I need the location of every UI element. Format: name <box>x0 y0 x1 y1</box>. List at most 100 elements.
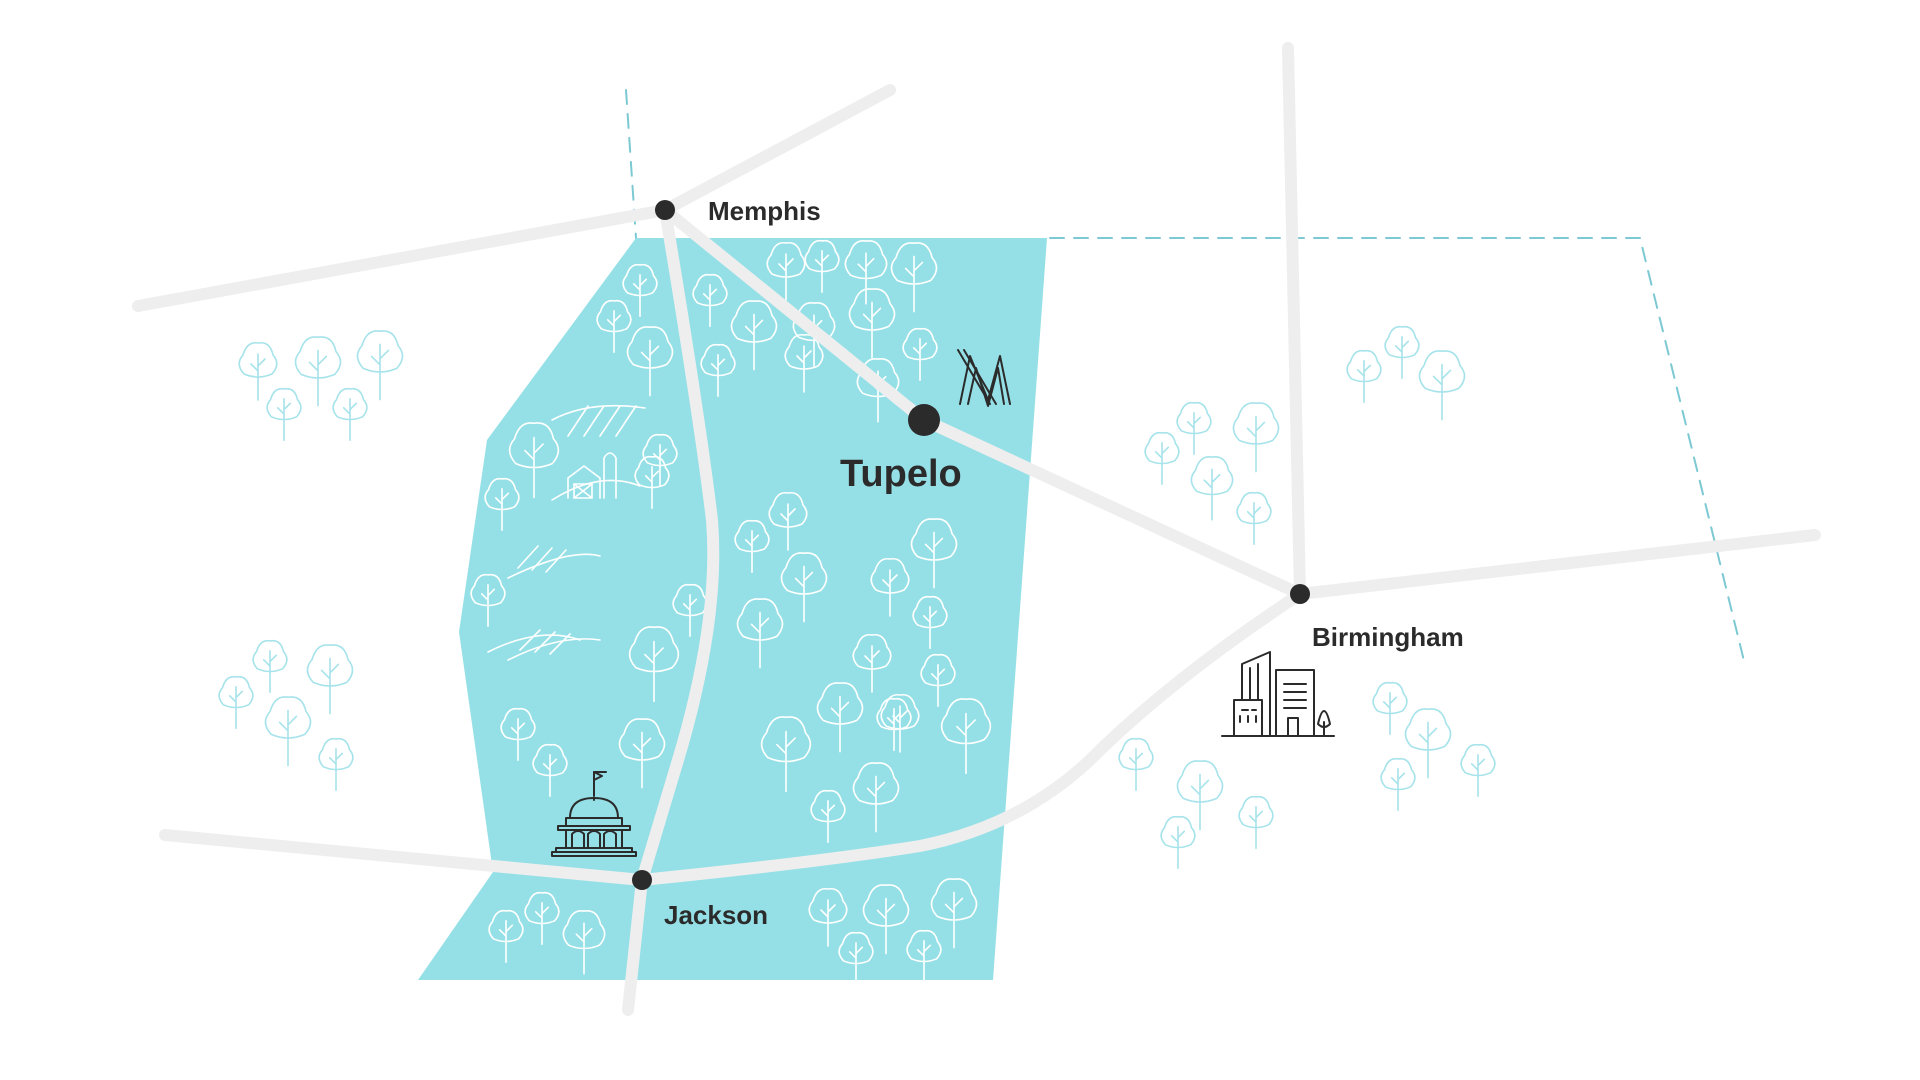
city-buildings-icon <box>1221 651 1335 737</box>
tree-icon <box>470 573 506 627</box>
tree-icon <box>1380 757 1416 811</box>
tree-icon <box>804 239 840 293</box>
tree-icon <box>1236 491 1272 545</box>
tree-icon <box>766 241 806 301</box>
m-logo-icon <box>957 349 1011 407</box>
capitol-building-icon <box>551 771 637 857</box>
tree-icon <box>940 698 992 775</box>
tree-icon <box>780 552 828 623</box>
tree-icon <box>562 910 606 975</box>
barn-icon <box>567 452 617 499</box>
tree-icon <box>1372 681 1408 735</box>
road-jackson-south <box>622 874 648 1016</box>
tree-icon <box>838 931 874 985</box>
road-memphis-tupelo <box>659 204 930 426</box>
road-birmingham-east <box>1294 529 1821 600</box>
tree-icon <box>1404 708 1452 779</box>
tree-icon <box>848 288 896 359</box>
tree-icon <box>628 626 680 703</box>
tree-icon <box>816 682 864 753</box>
outer-forest <box>218 325 1496 869</box>
tree-icon <box>596 299 632 353</box>
road-memphis-west <box>132 204 671 312</box>
tree-icon <box>862 884 910 955</box>
tree-icon <box>1176 401 1212 455</box>
tree-icon <box>1160 815 1196 869</box>
tree-icon <box>622 263 658 317</box>
tree-icon <box>906 929 942 983</box>
tree-icon <box>810 789 846 843</box>
tree-icon <box>692 273 728 327</box>
road-memphis-jackson <box>636 204 720 886</box>
tree-icon <box>844 240 888 305</box>
tree-icon <box>264 696 312 767</box>
tree-icon <box>500 707 536 761</box>
tree-icon <box>930 878 978 949</box>
tree-icon <box>902 327 938 381</box>
tree-icon <box>852 762 900 833</box>
city-dot-jackson[interactable] <box>632 870 652 890</box>
tree-icon <box>266 387 302 441</box>
tree-icon <box>318 737 354 791</box>
tree-icon <box>488 909 524 963</box>
tree-icon <box>920 653 956 707</box>
tree-icon <box>734 519 770 573</box>
road-birmingham-north <box>1282 42 1306 600</box>
road-tupelo-birmingham <box>918 414 1306 600</box>
city-dot-memphis[interactable] <box>655 200 675 220</box>
tree-icon <box>532 743 568 797</box>
road-jackson-birmingham <box>636 588 1306 886</box>
tree-icon <box>730 300 778 371</box>
road-jackson-west <box>159 829 648 886</box>
city-dot-birmingham[interactable] <box>1290 584 1310 604</box>
tree-icon <box>876 697 912 751</box>
tree-icon <box>1238 795 1274 849</box>
tree-icon <box>1346 349 1382 403</box>
road-memphis-northeast <box>659 84 896 216</box>
tree-icon <box>508 422 560 499</box>
tree-icon <box>700 343 736 397</box>
tree-icon <box>890 242 938 313</box>
tree-icon <box>1144 431 1180 485</box>
tree-icon <box>524 891 560 945</box>
city-label-jackson: Jackson <box>664 900 768 930</box>
tree-icon <box>294 336 342 407</box>
tree-icon <box>484 477 520 531</box>
tree-icon <box>252 639 288 693</box>
tree-icon <box>808 887 848 947</box>
tree-icon <box>760 716 812 793</box>
tree-icon <box>238 341 278 401</box>
city-dot-tupelo[interactable] <box>908 404 940 436</box>
tree-icon <box>332 387 368 441</box>
tree-icon <box>356 330 404 401</box>
roads <box>132 42 1821 1016</box>
tree-icon <box>634 455 670 509</box>
tree-icon <box>736 598 784 669</box>
farm-fields <box>487 404 646 661</box>
highlighted-state-region <box>418 238 1047 980</box>
city-label-memphis: Memphis <box>708 196 821 226</box>
tree-icon <box>618 718 666 789</box>
tree-icon <box>1384 325 1420 379</box>
tree-icon <box>306 644 354 715</box>
tree-icon <box>626 326 674 397</box>
border-east <box>1049 237 1746 666</box>
region-forest <box>470 239 992 985</box>
tree-icon <box>912 595 948 649</box>
tree-icon <box>1460 743 1496 797</box>
tree-icon <box>1232 402 1280 473</box>
tree-icon <box>672 583 708 637</box>
tree-icon <box>1176 760 1224 831</box>
tree-icon <box>910 518 958 589</box>
tree-icon <box>852 633 892 693</box>
tree-icon <box>1418 350 1466 421</box>
city-label-tupelo: Tupelo <box>840 453 962 495</box>
tree-icon <box>768 491 808 551</box>
tree-icon <box>1190 456 1234 521</box>
tree-icon <box>870 557 910 617</box>
city-label-birmingham: Birmingham <box>1312 622 1464 652</box>
tree-icon <box>218 675 254 729</box>
tree-icon <box>1118 737 1154 791</box>
